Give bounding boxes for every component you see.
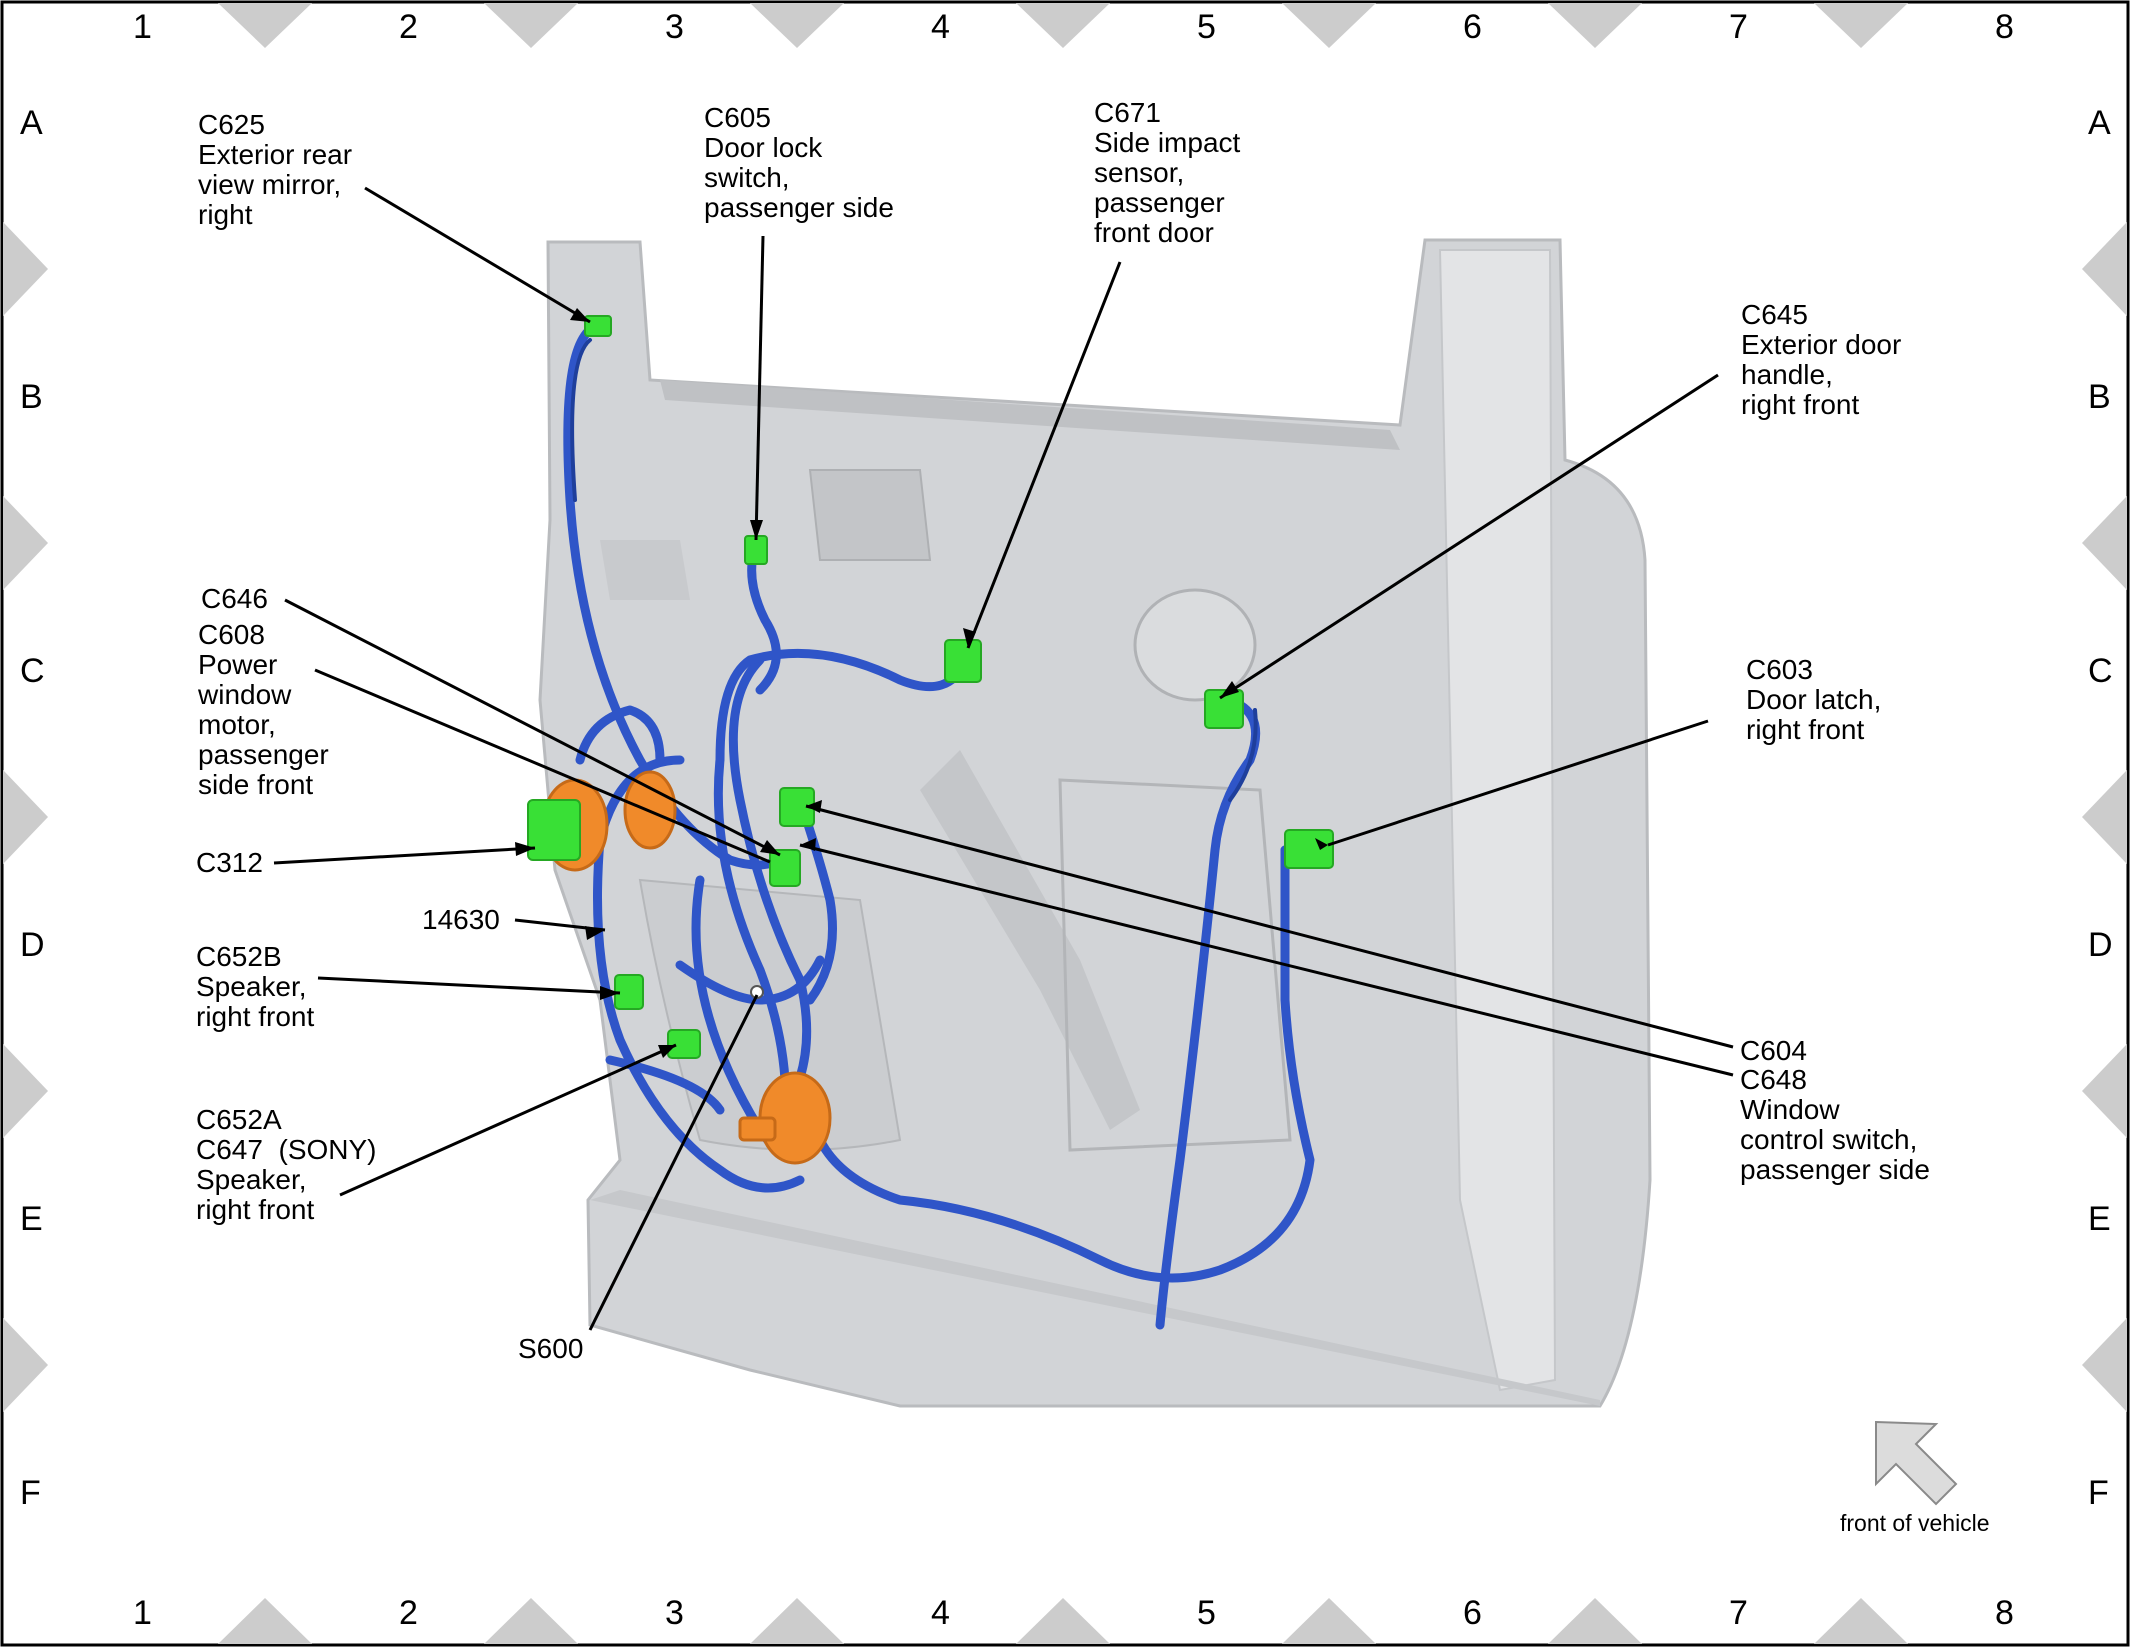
grid-col-6: 6 [1463,8,1482,46]
connector-c312 [527,799,581,861]
grid-row-f: F [20,1474,41,1512]
callout-c652a: C652A C647 (SONY) Speaker, right front [196,1104,377,1225]
grid-col-7-bottom: 7 [1729,1594,1748,1632]
grid-row-b-right: B [2088,378,2111,416]
grid-col-7: 7 [1729,8,1748,46]
connector-c652a [667,1029,701,1059]
callout-harness-14630: 14630 [422,904,500,935]
grid-col-1: 1 [133,8,152,46]
grid-col-8: 8 [1995,8,2014,46]
grid-row-d-right: D [2088,926,2113,964]
grid-col-5-bottom: 5 [1197,1594,1216,1632]
callout-c645: C645 Exterior door handle, right front [1741,299,1902,420]
grid-col-2: 2 [399,8,418,46]
grid-row-e: E [20,1200,43,1238]
callout-c671: C671 Side impact sensor, passenger front… [1094,97,1241,248]
arrowheads [515,308,1328,1058]
callout-s600: S600 [518,1333,584,1364]
callout-c605: C605 Door lock switch, passenger side [704,102,894,223]
grid-col-8-bottom: 8 [1995,1594,2014,1632]
grid-row-b: B [20,378,43,416]
grid-col-3-bottom: 3 [665,1594,684,1632]
front-of-vehicle-label: front of vehicle [1840,1510,1990,1536]
grid-col-6-bottom: 6 [1463,1594,1482,1632]
grid-row-f-right: F [2088,1474,2109,1512]
door-panel [538,238,1652,1408]
connector-c645 [1204,689,1244,729]
grid-col-1-bottom: 1 [133,1594,152,1632]
grid-row-c-right: C [2088,652,2113,690]
grid-col-3: 3 [665,8,684,46]
grid-row-d: D [20,926,45,964]
connector-c608 [769,849,801,887]
callout-c646: C646 [201,583,268,614]
grid-row-e-right: E [2088,1200,2111,1238]
callout-c652b: C652B Speaker, right front [196,941,315,1032]
connector-c625 [584,315,612,337]
callout-c608: C608 Power window motor, passenger side … [198,619,329,800]
grid-col-2-bottom: 2 [399,1594,418,1632]
connectors [527,315,1334,1059]
grid-col-4: 4 [931,8,950,46]
callout-c603: C603 Door latch, right front [1746,654,1882,745]
arrow-up-left-icon [1875,1420,1958,1506]
connector-c671 [944,639,982,683]
callout-c625: C625 Exterior rear view mirror, right [198,109,353,230]
callout-c648: C648 Window control switch, passenger si… [1740,1064,1930,1185]
border-markers [3,3,2127,1644]
grid-row-a: A [20,104,43,142]
connector-c603 [1284,829,1334,869]
leader-lines [273,186,1734,1331]
harness-highlight [570,338,1258,802]
connector-c605 [744,535,768,565]
grid-col-4-bottom: 4 [931,1594,950,1632]
grid-row-c: C [20,652,45,690]
grid-col-5: 5 [1197,8,1216,46]
callout-c312: C312 [196,847,263,878]
grid-row-a-right: A [2088,104,2111,142]
callout-c604: C604 [1740,1035,1807,1066]
